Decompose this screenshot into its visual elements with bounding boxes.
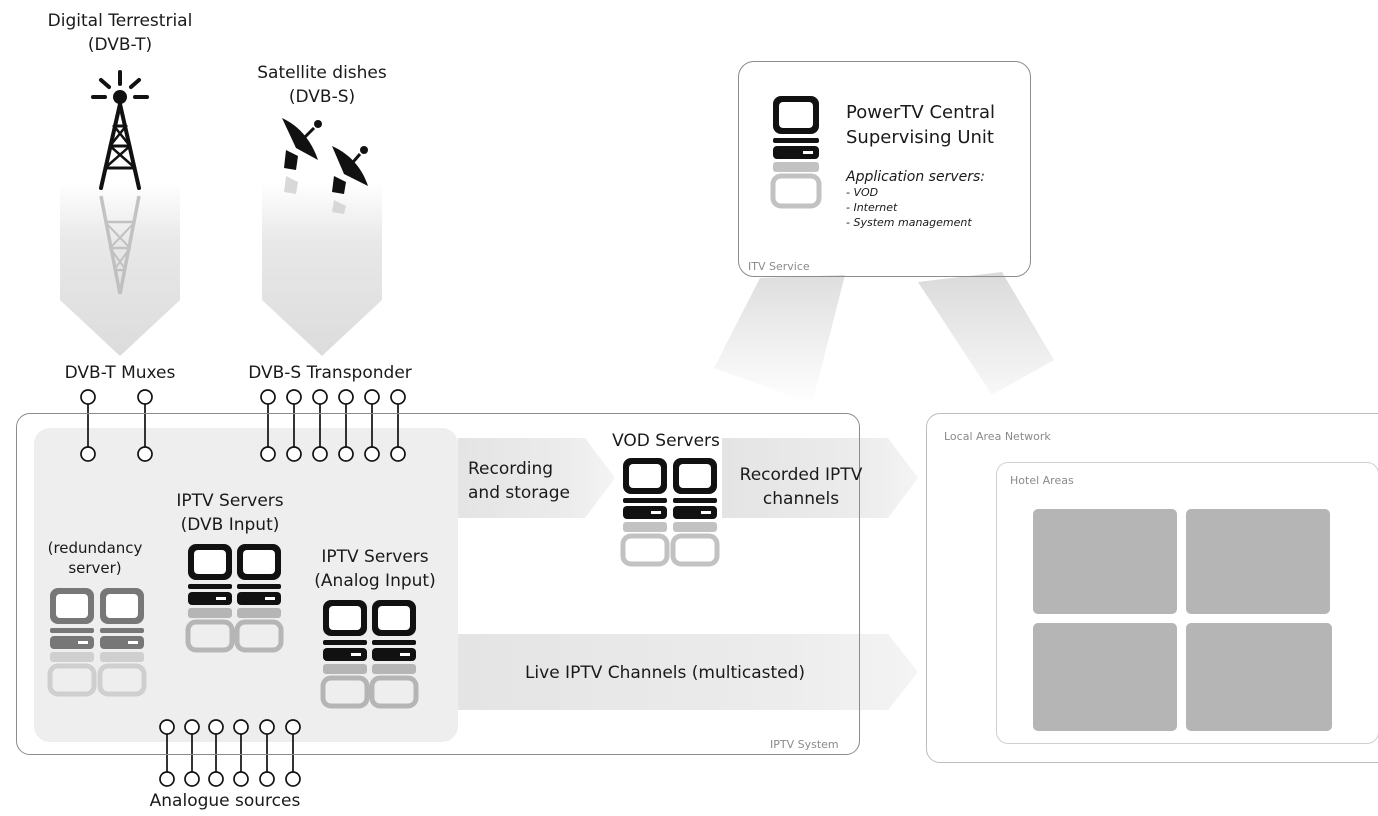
app-server-item: - VOD: [846, 186, 879, 199]
terrestrial-title: Digital Terrestrial: [47, 11, 193, 31]
lan-box-label: Local Area Network: [944, 430, 1051, 443]
connector-icon: [364, 389, 380, 462]
itv-up-arrow-left: [714, 275, 845, 404]
itv-service-box: [738, 61, 1031, 277]
redundancy-label-line2: server): [68, 559, 122, 577]
recorded-channels-arrow: [722, 438, 918, 518]
dvb-servers-label-line1: IPTV Servers: [176, 491, 284, 511]
connector-icon: [312, 389, 328, 462]
analog-servers-label-line1: IPTV Servers: [321, 547, 429, 567]
connector-icon: [184, 719, 200, 787]
itv-up-arrow-right: [918, 272, 1054, 395]
server-icon: [670, 458, 720, 567]
server-reflection: [47, 652, 97, 697]
satellite-dish-icon: [332, 146, 368, 194]
server-icon: [234, 544, 284, 653]
server-icon: [320, 600, 370, 709]
server-icon: [185, 544, 235, 653]
server-reflection: [770, 162, 822, 209]
terrestrial-subtitle: (DVB-T): [87, 35, 153, 55]
analogue-sources-label: Analogue sources: [149, 791, 301, 811]
server-reflection: [97, 652, 147, 697]
connector-icon: [285, 719, 301, 787]
dvbt-muxes-label: DVB-T Muxes: [64, 363, 176, 383]
server-reflection: [185, 608, 235, 653]
connector-icon: [208, 719, 224, 787]
server-icon: [770, 96, 822, 209]
connector-icon: [260, 389, 276, 462]
hotel-areas-box: [996, 462, 1378, 744]
hotel-area-tile: [1033, 509, 1177, 614]
satellite-reflection: [284, 176, 346, 214]
recording-label-line2: and storage: [468, 483, 570, 503]
satellite-subtitle: (DVB-S): [288, 87, 356, 107]
vod-servers-label: VOD Servers: [612, 431, 720, 451]
satellite-down-arrow: [262, 182, 382, 356]
connector-icon: [233, 719, 249, 787]
hotel-areas-label: Hotel Areas: [1010, 474, 1074, 487]
live-channels-arrow: [458, 634, 918, 710]
itv-title-line1: PowerTV Central: [846, 102, 995, 123]
server-reflection: [369, 664, 419, 709]
recorded-channels-label-line2: channels: [762, 489, 840, 509]
satellite-title: Satellite dishes: [257, 63, 387, 83]
connector-icon: [80, 389, 96, 462]
app-server-item: - Internet: [846, 201, 898, 214]
analog-servers-label-line2: (Analog Input): [314, 571, 436, 591]
server-group: [47, 96, 822, 709]
iptv-system-box: [16, 413, 860, 755]
app-servers-heading: Application servers:: [846, 169, 986, 185]
connector-icon: [137, 389, 153, 462]
connector-icon: [338, 389, 354, 462]
server-icon: [97, 588, 147, 697]
hotel-area-tile: [1186, 623, 1332, 731]
server-reflection: [670, 522, 720, 567]
antenna-reflection: [99, 195, 141, 295]
app-server-list: - VOD - Internet - System management: [846, 185, 972, 230]
live-channels-label: Live IPTV Channels (multicasted): [524, 663, 806, 683]
server-icon: [369, 600, 419, 709]
iptv-system-box-label: IPTV System: [770, 738, 839, 751]
hotel-area-tile: [1186, 509, 1330, 614]
hotel-area-tile: [1033, 623, 1177, 731]
dvbs-transponder-label: DVB-S Transponder: [248, 363, 412, 383]
satellite-dish-icon: [282, 118, 322, 170]
antenna-tower-icon: [91, 70, 149, 190]
connectors: [80, 389, 406, 787]
server-reflection: [234, 608, 284, 653]
itv-service-box-label: ITV Service: [748, 260, 810, 273]
connector-icon: [259, 719, 275, 787]
connector-icon: [286, 389, 302, 462]
dvb-servers-label-line2: (DVB Input): [180, 515, 280, 535]
server-reflection: [620, 522, 670, 567]
app-server-item: - System management: [846, 216, 972, 229]
recorded-channels-label-line1: Recorded IPTV: [739, 465, 863, 485]
server-icon: [620, 458, 670, 567]
recording-arrow: [458, 438, 615, 518]
recording-label-line1: Recording: [468, 459, 554, 479]
redundancy-label-line1: (redundancy: [47, 539, 143, 557]
connector-icon: [159, 719, 175, 787]
itv-title-line2: Supervising Unit: [846, 127, 994, 148]
server-reflection: [320, 664, 370, 709]
connector-icon: [390, 389, 406, 462]
lan-box: [926, 413, 1378, 763]
server-icon: [47, 588, 97, 697]
